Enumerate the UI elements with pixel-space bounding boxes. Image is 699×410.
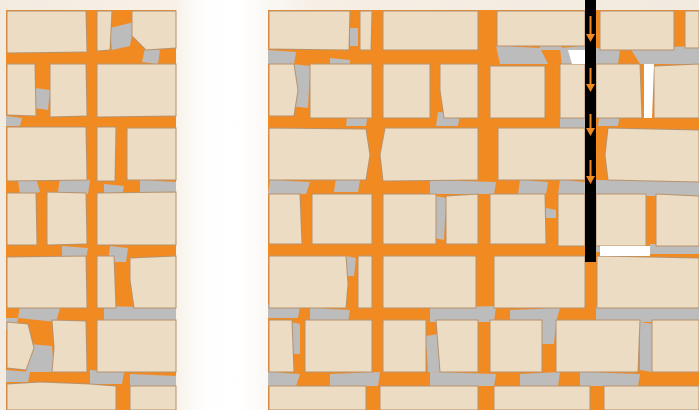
stone xyxy=(490,194,546,244)
stone xyxy=(360,11,372,50)
stone xyxy=(436,320,478,372)
stone xyxy=(358,256,372,308)
stone xyxy=(305,320,372,372)
stone xyxy=(269,320,294,372)
stone xyxy=(383,64,430,118)
stone xyxy=(490,320,542,372)
stone xyxy=(127,128,176,180)
stone xyxy=(7,193,37,245)
stone xyxy=(383,256,476,308)
stone xyxy=(558,194,585,246)
stone xyxy=(380,128,478,181)
stone xyxy=(7,11,87,53)
stone xyxy=(383,194,436,244)
stone xyxy=(494,256,585,308)
stone xyxy=(7,64,36,116)
stone xyxy=(494,386,590,410)
stone xyxy=(50,64,87,117)
stone xyxy=(497,11,585,46)
stone xyxy=(130,386,176,410)
stone xyxy=(560,64,585,118)
stone xyxy=(7,382,116,410)
stone xyxy=(600,11,674,50)
stone xyxy=(597,256,699,308)
stone xyxy=(52,320,87,372)
stone xyxy=(97,64,176,117)
stone xyxy=(596,64,642,118)
stone xyxy=(47,192,87,245)
stone xyxy=(490,66,545,118)
stone xyxy=(440,64,478,118)
stone xyxy=(269,128,370,180)
stone xyxy=(652,320,699,372)
stone xyxy=(498,128,585,180)
stone xyxy=(380,386,478,410)
stone xyxy=(596,194,646,246)
stone xyxy=(7,127,87,181)
stone xyxy=(97,11,112,51)
stone xyxy=(685,11,699,48)
stone xyxy=(312,194,372,244)
stone xyxy=(7,256,87,308)
right-wall-section xyxy=(268,0,699,410)
stone xyxy=(97,192,176,245)
stone xyxy=(269,194,302,244)
stone xyxy=(269,11,350,50)
stone xyxy=(97,127,116,181)
stone xyxy=(269,64,298,116)
stone xyxy=(383,11,478,50)
left-wall-section xyxy=(6,10,176,410)
stone xyxy=(97,320,176,372)
stone xyxy=(269,256,348,308)
stone xyxy=(605,128,699,182)
stone xyxy=(130,256,176,308)
stone xyxy=(556,320,640,372)
crack-highlight xyxy=(600,246,650,256)
stone xyxy=(446,194,478,244)
stone xyxy=(656,194,699,246)
stone xyxy=(97,256,116,308)
stone xyxy=(310,64,372,118)
stone xyxy=(654,64,699,118)
stone xyxy=(269,386,366,410)
stone xyxy=(604,386,699,410)
stone xyxy=(383,320,426,372)
